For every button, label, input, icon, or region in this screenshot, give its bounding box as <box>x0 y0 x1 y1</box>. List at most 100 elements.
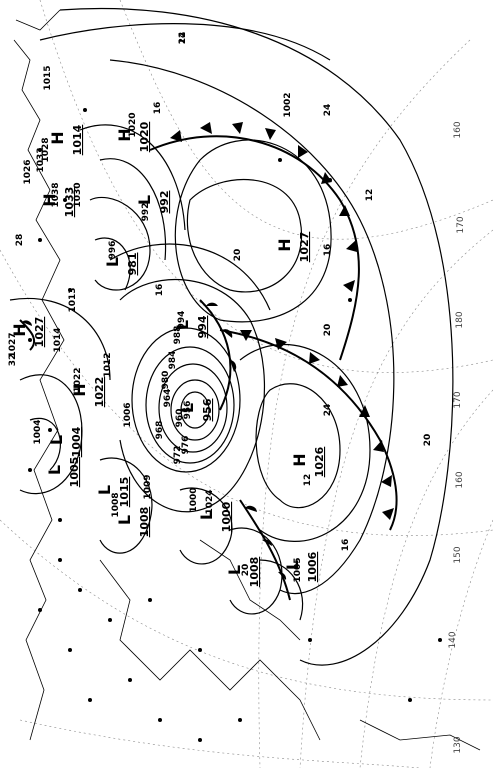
isobar-label: 984 <box>168 351 178 370</box>
isobar-label: 960 <box>175 409 185 428</box>
svg-text:1033: 1033 <box>63 187 76 218</box>
isobar-label: 24 <box>323 104 333 117</box>
svg-text:1026: 1026 <box>313 446 326 477</box>
isobar-label: 12 <box>178 32 188 45</box>
longitude-label: 160 <box>453 121 463 138</box>
isobar-label: 1002 <box>283 92 293 117</box>
isobar-label: 1033 <box>36 147 46 172</box>
high-pressure-center: H 1026 <box>290 446 326 477</box>
isobar-label: 16 <box>341 539 351 552</box>
isobar-label: 964 <box>163 389 173 408</box>
longitude-label: 140 <box>448 631 458 648</box>
svg-text:1015: 1015 <box>118 477 131 508</box>
isobar-label: 16 <box>153 102 163 115</box>
svg-text:1006: 1006 <box>306 551 319 582</box>
isobar-labels: 1216202428321004100810121013101410151020… <box>8 32 433 583</box>
svg-text:L: L <box>135 195 154 205</box>
isobar-label: 1038 <box>51 182 61 207</box>
isobar-label: 24 <box>178 32 188 45</box>
cold-front <box>149 122 398 531</box>
isobar-label: 1015 <box>43 65 53 90</box>
svg-text:L: L <box>47 435 66 445</box>
longitude-label: 170 <box>453 391 463 408</box>
high-pressure-center: H 1022 <box>70 377 106 408</box>
svg-text:994: 994 <box>196 315 209 338</box>
svg-text:L: L <box>115 515 134 525</box>
isobar-label: 1000 <box>189 487 199 512</box>
high-pressure-center: H 1020 <box>115 121 151 152</box>
svg-text:1020: 1020 <box>138 121 151 152</box>
high-pressure-center: H 1027 <box>275 232 311 263</box>
svg-text:1027: 1027 <box>33 317 46 348</box>
isobar-label: 24 <box>323 404 333 417</box>
low-pressure-center: L 1005 <box>45 457 81 488</box>
isobar-label: 16 <box>323 244 333 257</box>
svg-text:L: L <box>45 465 64 475</box>
svg-text:992: 992 <box>158 191 171 214</box>
low-pressure-center: L 981 <box>103 253 139 276</box>
isobar-label: 1028 <box>41 137 51 162</box>
station-plots <box>28 108 442 742</box>
longitude-label: 150 <box>453 546 463 563</box>
isobar-label: 980 <box>161 371 171 390</box>
isobar-label: 1014 <box>53 327 63 352</box>
isobar-label: 992 <box>141 203 151 222</box>
svg-text:1027: 1027 <box>298 232 311 263</box>
svg-text:1008: 1008 <box>248 557 261 588</box>
isobar-label: 996 <box>108 241 118 260</box>
svg-text:H: H <box>115 128 134 141</box>
isobar-label: 32 <box>8 354 18 367</box>
isobar-label: 1030 <box>73 182 83 207</box>
isobar-label: 1005 <box>293 557 303 582</box>
isobar-label: 1006 <box>123 402 133 427</box>
isobar-label: 988 <box>173 326 183 345</box>
svg-text:H: H <box>275 238 294 251</box>
svg-text:1005: 1005 <box>68 457 81 488</box>
svg-text:H: H <box>40 193 59 206</box>
svg-text:H: H <box>290 453 309 466</box>
svg-text:L: L <box>283 560 302 570</box>
high-pressure-center: H 1033 <box>40 187 76 218</box>
svg-text:H: H <box>70 383 89 396</box>
svg-text:L: L <box>225 565 244 575</box>
low-pressure-center: L 992 <box>135 191 171 214</box>
svg-text:L: L <box>178 403 197 413</box>
svg-text:H: H <box>10 323 29 336</box>
longitude-label: 180 <box>455 311 465 328</box>
isobar-label: 1008 <box>111 492 121 517</box>
isobar-label: 976 <box>181 436 191 455</box>
low-pressure-center: L 1015 <box>95 477 131 508</box>
low-pressure-center: L 1006 <box>283 551 319 582</box>
svg-text:956: 956 <box>201 398 214 421</box>
svg-text:L: L <box>103 257 122 267</box>
high-pressure-center: H 1027 <box>10 317 46 348</box>
isobar-label: 1009 <box>143 474 153 499</box>
isobar-label: 28 <box>15 234 25 247</box>
isobar-label: 994 <box>177 311 187 330</box>
isobar-label: 1026 <box>23 159 33 184</box>
isobar-label: 1022 <box>73 367 83 392</box>
svg-text:L: L <box>95 485 114 495</box>
isobar-label: 20 <box>233 249 243 262</box>
svg-text:1022: 1022 <box>93 377 106 408</box>
isobar-label: 1012 <box>103 352 113 377</box>
isobar-label: 968 <box>155 421 165 440</box>
svg-text:1000: 1000 <box>220 501 233 532</box>
isobar-label: 20 <box>323 324 333 337</box>
warm-front <box>19 299 291 601</box>
low-pressure-center: L 1008 <box>225 557 261 588</box>
longitude-label: 170 <box>456 216 466 233</box>
svg-text:981: 981 <box>126 253 139 276</box>
svg-text:1014: 1014 <box>71 124 84 155</box>
longitude-label: 160 <box>455 471 465 488</box>
isobar-label: 20 <box>423 434 433 447</box>
svg-text:1008: 1008 <box>138 507 151 538</box>
isobar-label: 1013 <box>68 287 78 312</box>
longitude-label: 130 <box>453 736 463 753</box>
isobar-label: 956 <box>183 401 193 420</box>
